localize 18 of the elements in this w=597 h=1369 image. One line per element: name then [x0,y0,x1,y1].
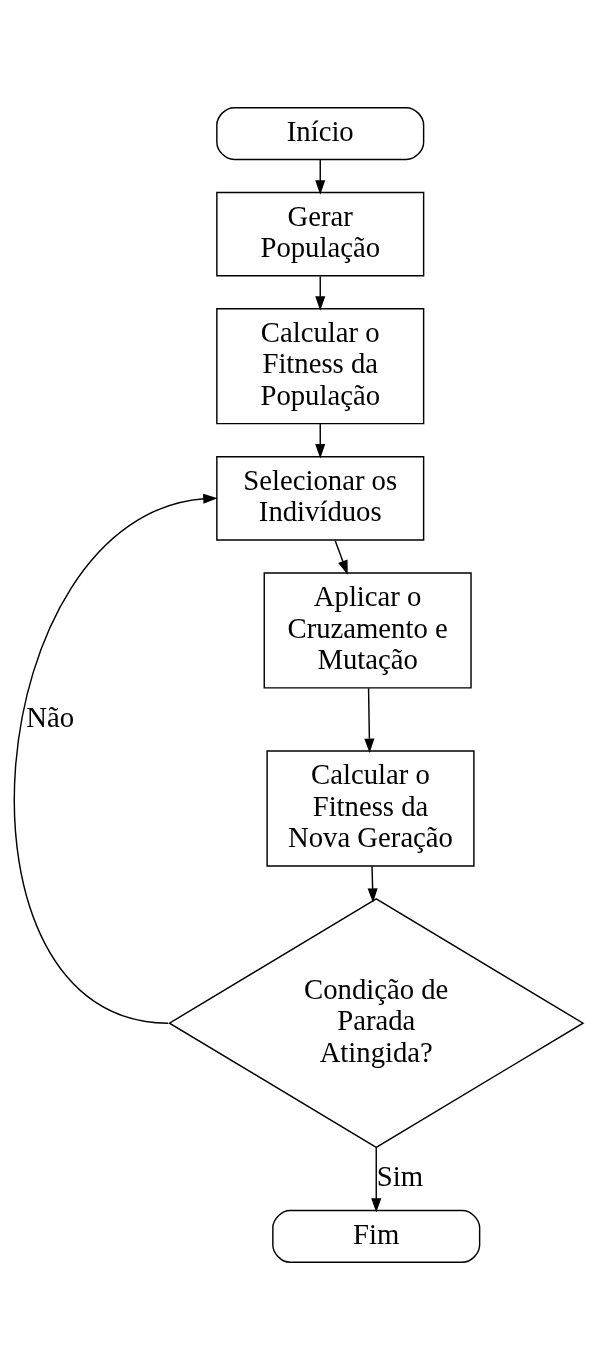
arrow [367,864,378,903]
arrow [334,539,348,575]
node-diamond: Condição de Parada Atingida? [168,897,585,1148]
node-box: Calcular o Fitness da População [216,307,425,424]
arrow [315,422,326,458]
arrow [371,1146,382,1213]
node-box: Selecionar os Indivíduos [216,455,425,541]
arrow [364,687,375,753]
edge-label: Não [26,700,75,733]
node-box: Início [216,106,425,160]
arrow [315,158,326,195]
node-box: Gerar População [216,191,425,276]
arrow [14,493,218,1024]
edge-label: Sim [376,1159,424,1192]
node-box: Fim [272,1209,481,1263]
arrow [315,275,326,311]
node-box: Calcular o Fitness da Nova Geração [266,749,475,867]
node-box: Aplicar o Cruzamento e Mutação [263,571,472,689]
